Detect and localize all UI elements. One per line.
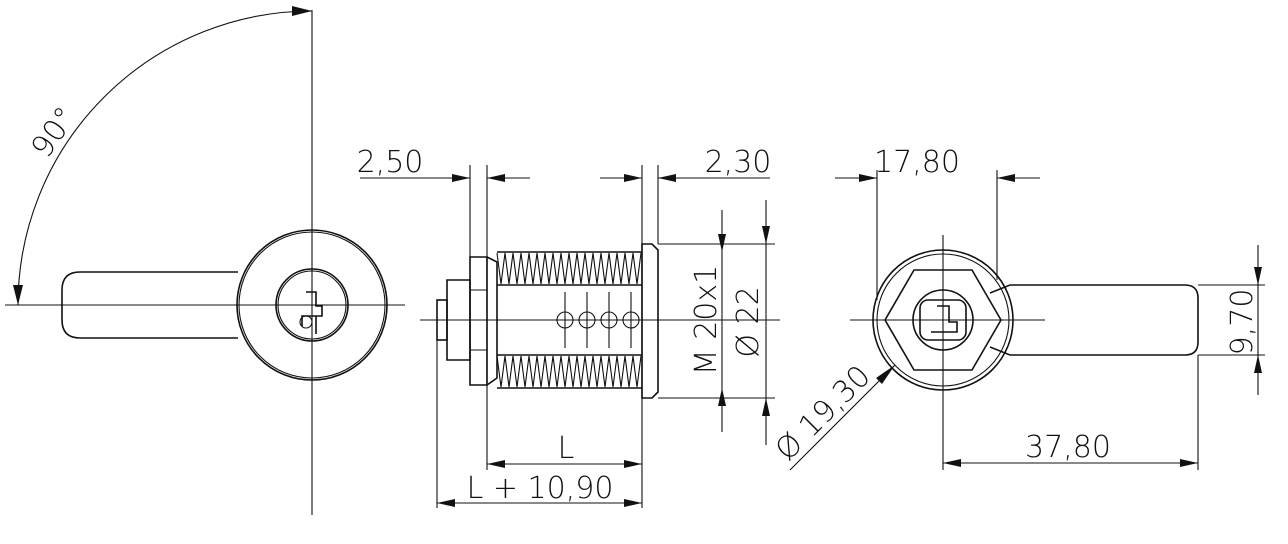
dim-flange-thickness: 2,50 — [357, 145, 424, 180]
front-view: 90° — [5, 6, 405, 515]
dim-thread: M 20x1 — [689, 265, 724, 375]
angle-label: 90° — [25, 101, 84, 165]
dim-cam-height: 9,70 — [1225, 289, 1260, 356]
dim-housing-diameter: Ø 19,30 — [769, 359, 878, 468]
dim-body-diameter: Ø 22 — [731, 286, 766, 357]
thread-top — [496, 252, 642, 285]
dim-overall-length: L + 10,90 — [467, 471, 614, 506]
rear-view: 17,80 9,70 37,80 Ø 19,30 — [769, 145, 1265, 471]
dim-cam-width: 17,80 — [874, 145, 960, 180]
dim-cam-length: 37,80 — [1025, 430, 1111, 465]
side-view: 2,50 2,30 M 20x1 Ø 22 L L + 10,90 — [357, 145, 780, 508]
thread-bottom — [496, 355, 642, 388]
rotation-arc — [17, 10, 313, 306]
dim-length: L — [558, 431, 575, 466]
dim-nut-thickness: 2,30 — [705, 145, 772, 180]
